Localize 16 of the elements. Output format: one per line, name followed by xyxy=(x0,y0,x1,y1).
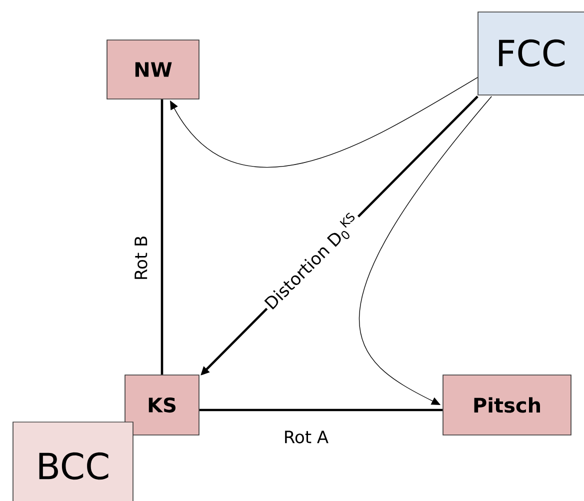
edge-label: Rot A xyxy=(281,428,331,446)
box xyxy=(106,40,200,100)
box xyxy=(442,374,572,436)
box-label: Pitsch xyxy=(474,397,540,413)
box xyxy=(12,422,134,501)
box-label: FCC xyxy=(499,39,565,67)
edge-label: Rot B xyxy=(132,233,150,283)
connector-line xyxy=(160,99,164,375)
arrow xyxy=(170,77,478,168)
box-label: BCC xyxy=(39,452,108,480)
box-label: KS xyxy=(148,397,176,413)
box xyxy=(478,12,584,96)
box xyxy=(124,374,200,436)
arrow xyxy=(358,96,492,405)
box-label: NW xyxy=(135,62,172,77)
connector-line xyxy=(199,408,443,412)
